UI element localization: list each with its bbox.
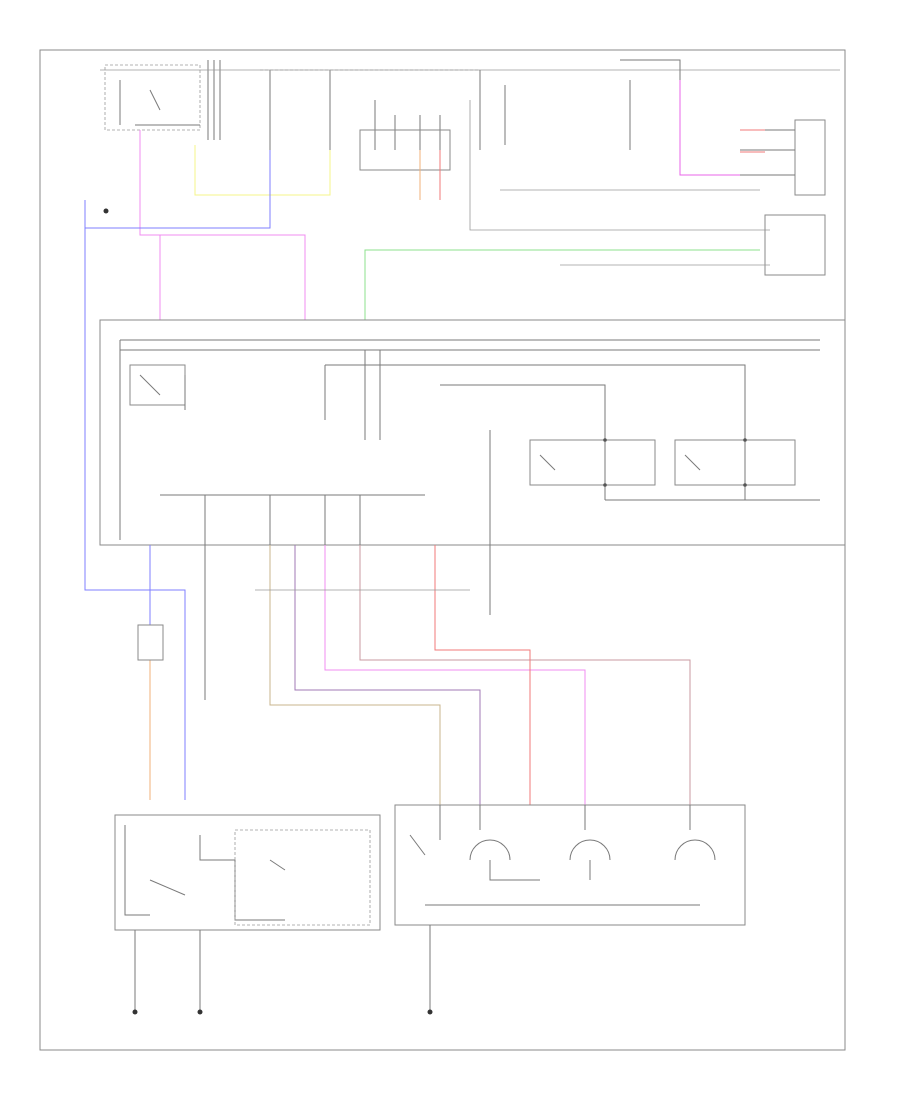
module-outer-box (99, 319, 846, 546)
left-sensor-connector (137, 624, 164, 661)
ground-top-left (103, 208, 109, 214)
top-colored-wires (84, 80, 765, 320)
module-relay-right (674, 439, 796, 486)
sensor-switch-box (129, 364, 186, 406)
bottom-left-assembly (114, 814, 381, 1015)
bottom-left-box (114, 814, 381, 931)
ground-left-2 (197, 1009, 203, 1015)
ground-left-1 (132, 1009, 138, 1015)
module-relay-left (529, 439, 656, 486)
top-fuse-section (100, 59, 840, 276)
top-relay-box (359, 129, 451, 171)
right-mid-box (764, 214, 826, 276)
lower-wires (84, 228, 691, 805)
ground-bottom-right (427, 1009, 433, 1015)
battery-junction-box (104, 64, 201, 131)
inner-module-box (234, 829, 371, 926)
diagram-border (39, 49, 846, 1051)
motor-assembly-box (394, 804, 746, 926)
bottom-right-motor-assembly (394, 804, 746, 1015)
right-connector-block (794, 119, 826, 196)
module-assembly (99, 319, 846, 546)
